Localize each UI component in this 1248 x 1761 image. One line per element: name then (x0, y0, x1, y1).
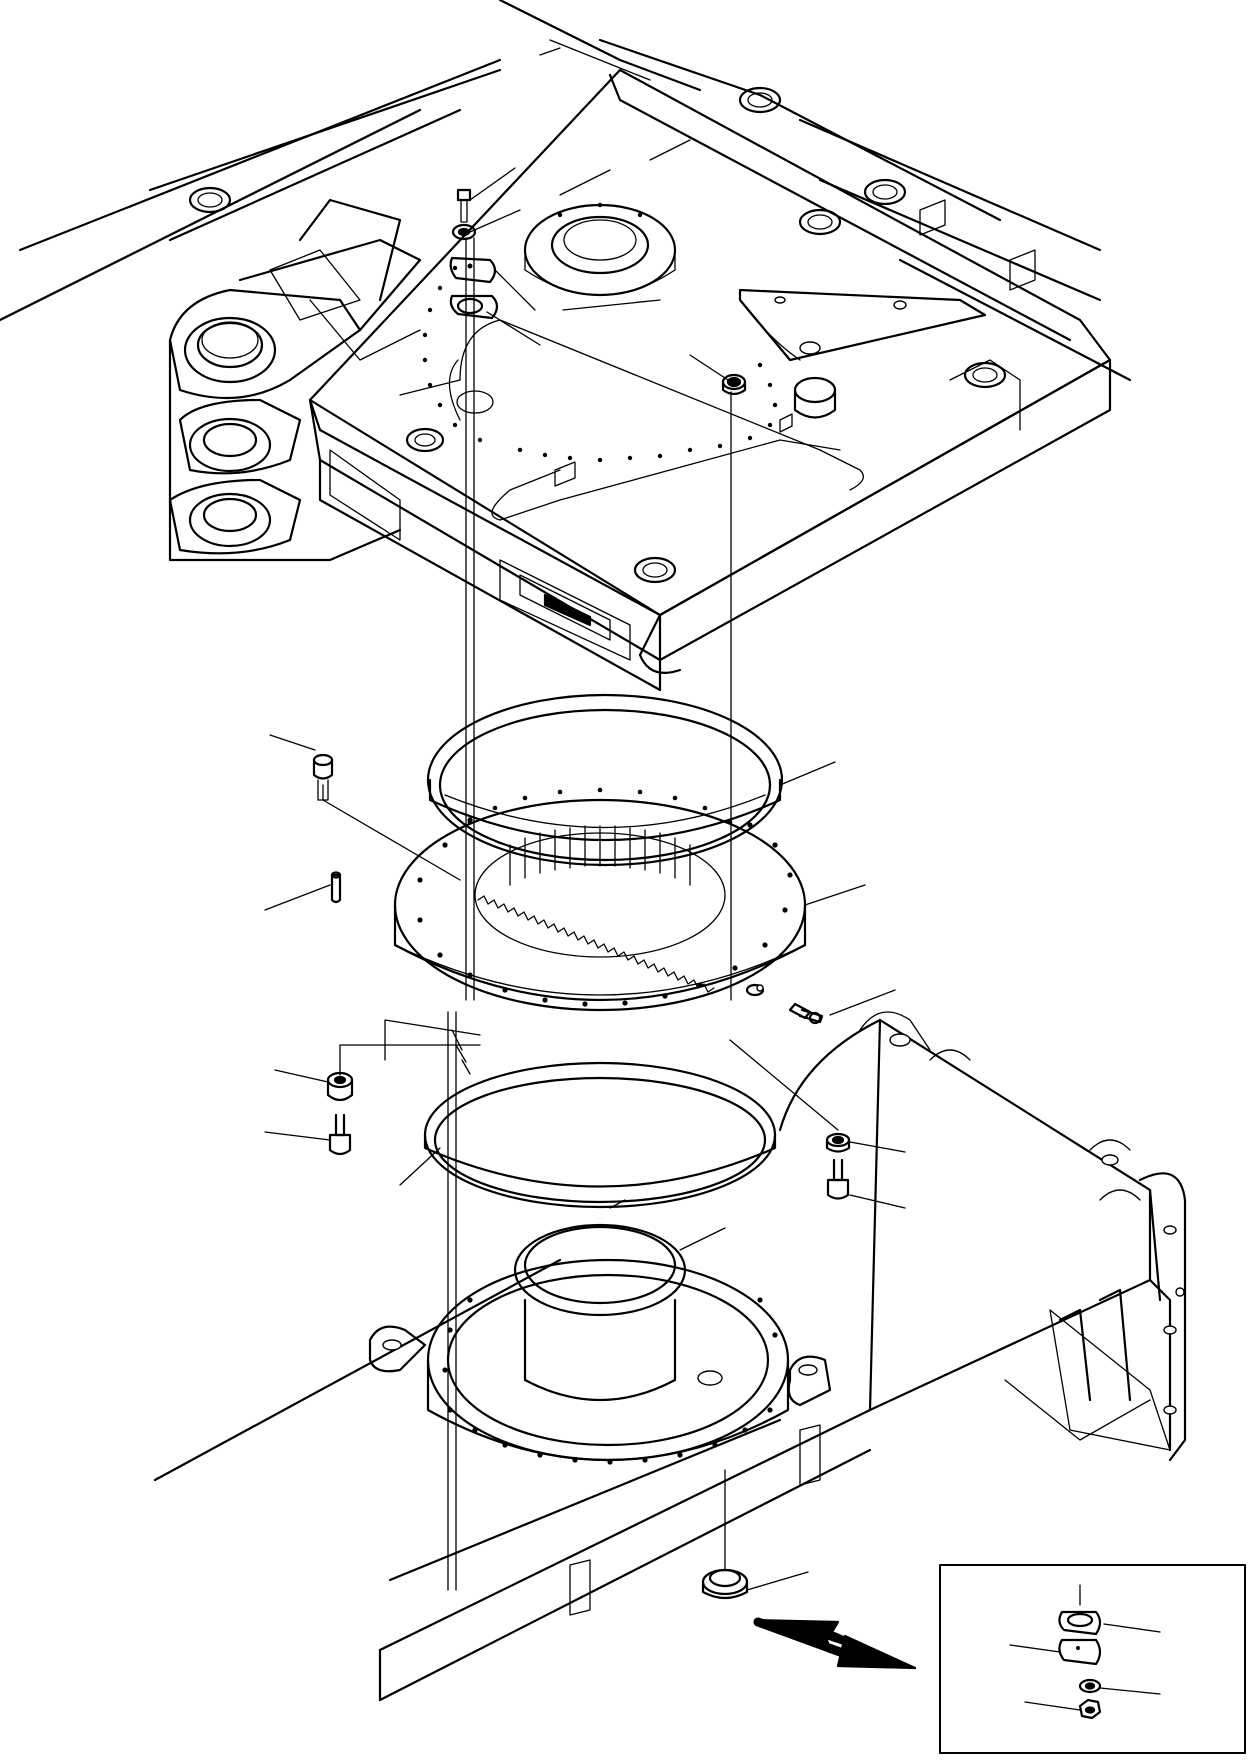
callout-line (1103, 1623, 1161, 1633)
callout-line (1099, 1687, 1161, 1695)
bolt-icon (456, 188, 472, 202)
inner-race-seal (426, 693, 784, 867)
callout-line (399, 379, 461, 396)
assembly-alignment-lines (322, 237, 839, 1591)
track-frame-center (153, 1011, 1187, 1702)
callout-line (469, 167, 516, 201)
callout-line (649, 139, 691, 161)
callout-line (609, 1199, 626, 1209)
callout-line (849, 1194, 906, 1209)
callout-line (274, 1069, 329, 1083)
callout-line (689, 354, 729, 381)
washer-icon (451, 223, 477, 241)
callout-line (559, 169, 611, 196)
frame-bosses (188, 86, 1007, 584)
callout-line (804, 884, 866, 906)
callout-line (469, 209, 521, 233)
callout-line (849, 1141, 906, 1153)
inset-callouts (1009, 1623, 1161, 1711)
callout-line (562, 299, 661, 311)
inner-bolt-holes (467, 787, 733, 825)
callout-line (486, 311, 541, 346)
callout-line (1024, 1701, 1081, 1711)
arrow-to-inset (753, 1617, 917, 1670)
outer-race-seal (423, 1061, 777, 1209)
callout-line (679, 1227, 726, 1251)
detail-inset (939, 1564, 1246, 1754)
callout-line (399, 1147, 441, 1186)
callout-line (779, 761, 836, 786)
cover-plate-icon (1058, 1638, 1102, 1666)
mounting-bolts (312, 753, 851, 1600)
dowel-pin-icon (330, 873, 342, 904)
callout-line (746, 1571, 809, 1591)
cover-plate-icon (449, 256, 497, 284)
callout-line (264, 884, 331, 911)
deck-fastener-stack (449, 188, 747, 396)
bolt-icon (832, 1158, 844, 1182)
callout-line (829, 989, 896, 1016)
plug-icon (701, 1568, 749, 1596)
inset-frame (939, 1564, 1246, 1754)
bolt-icon (334, 1113, 346, 1137)
deck-bolt-holes (422, 202, 778, 463)
gear-teeth (477, 895, 715, 993)
callout-line (1009, 1644, 1061, 1653)
base-bolt-holes (442, 1297, 778, 1465)
spacer-icon (326, 1078, 354, 1102)
callout-line (269, 734, 316, 751)
gasket-icon (1058, 1610, 1102, 1636)
callout-leaders (264, 139, 906, 1591)
washer-icon (1078, 1678, 1102, 1694)
gasket-icon (449, 294, 499, 320)
upper-revolving-frame (0, 0, 1132, 692)
nut-icon (1078, 1698, 1102, 1720)
bolt-icon (312, 753, 334, 767)
callout-line (494, 269, 536, 311)
callout-line (264, 1131, 331, 1141)
